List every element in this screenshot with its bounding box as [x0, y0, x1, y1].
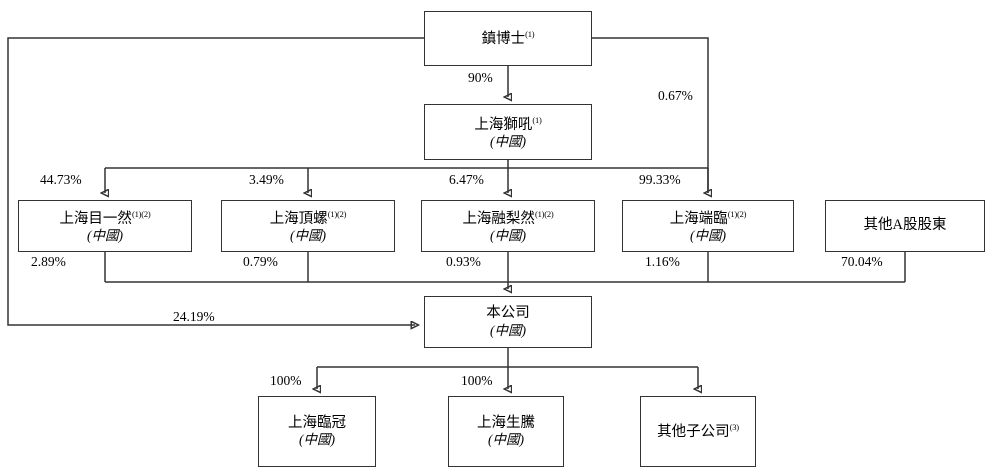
- node-duanlin[interactable]: 上海端臨(1)(2) (中國): [622, 200, 794, 252]
- node-linguan[interactable]: 上海臨冠 (中國): [258, 396, 376, 467]
- node-company-name: 本公司: [486, 305, 530, 322]
- node-company[interactable]: 本公司 (中國): [424, 296, 592, 348]
- node-dingluo[interactable]: 上海頂螺(1)(2) (中國): [221, 200, 395, 252]
- node-rongliran[interactable]: 上海融梨然(1)(2) (中國): [421, 200, 595, 252]
- node-muyiran-name: 上海目一然(1)(2): [59, 208, 151, 227]
- edge-zhen-to-company: [7, 37, 424, 325]
- label-muyiran-company: 2.89%: [31, 254, 66, 269]
- node-duanlin-country: (中國): [690, 227, 726, 243]
- node-muyiran-country: (中國): [87, 227, 123, 243]
- node-dingluo-name: 上海頂螺(1)(2): [269, 208, 347, 227]
- label-shihou-dingluo: 3.49%: [249, 172, 284, 187]
- node-other-subsidiaries[interactable]: 其他子公司(3): [640, 396, 756, 467]
- label-company-shengteng: 100%: [461, 373, 493, 388]
- node-rongliran-name: 上海融梨然(1)(2): [462, 208, 554, 227]
- node-other-a-shareholders-name: 其他A股股東: [863, 217, 947, 234]
- node-shihou[interactable]: 上海獅吼(1) (中國): [424, 104, 592, 160]
- node-duanlin-name: 上海端臨(1)(2): [669, 208, 747, 227]
- node-shengteng-name: 上海生騰: [477, 414, 535, 431]
- node-shengteng[interactable]: 上海生騰 (中國): [448, 396, 564, 467]
- node-linguan-country: (中國): [299, 432, 335, 448]
- node-linguan-name: 上海臨冠: [288, 414, 346, 431]
- node-shengteng-country: (中國): [488, 432, 524, 448]
- node-company-country: (中國): [490, 322, 526, 338]
- node-shihou-name: 上海獅吼(1): [474, 114, 542, 133]
- node-muyiran[interactable]: 上海目一然(1)(2) (中國): [18, 200, 192, 252]
- label-dingluo-company: 0.79%: [243, 254, 278, 269]
- label-othera-company: 70.04%: [841, 254, 883, 269]
- label-shihou-duanlin: 99.33%: [639, 172, 681, 187]
- edge-zhen-to-duanlin: [592, 37, 708, 193]
- node-zhen[interactable]: 鎮博士(1): [424, 11, 592, 66]
- label-company-linguan: 100%: [270, 373, 302, 388]
- node-rongliran-country: (中國): [490, 227, 526, 243]
- label-zhen-company: 24.19%: [173, 309, 215, 324]
- label-shihou-rongliran: 6.47%: [449, 172, 484, 187]
- label-duanlin-company: 1.16%: [645, 254, 680, 269]
- node-zhen-name: 鎮博士(1): [481, 29, 535, 47]
- label-shihou-muyiran: 44.73%: [40, 172, 82, 187]
- label-rongliran-company: 0.93%: [446, 254, 481, 269]
- node-dingluo-country: (中國): [290, 227, 326, 243]
- label-zhen-duanlin: 0.67%: [658, 88, 693, 103]
- node-shihou-country: (中國): [490, 133, 526, 149]
- node-other-a-shareholders[interactable]: 其他A股股東: [825, 200, 985, 252]
- label-zhen-shihou: 90%: [468, 70, 493, 85]
- node-other-subsidiaries-name: 其他子公司(3): [657, 422, 739, 440]
